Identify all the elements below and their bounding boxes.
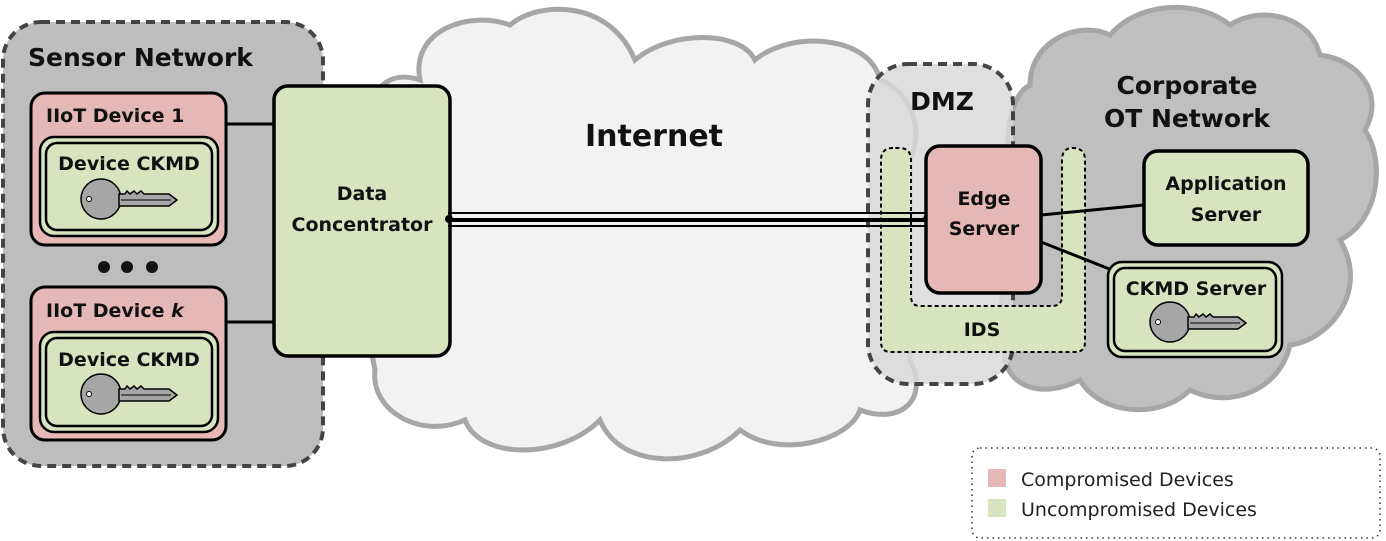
link-edge-application [1040, 203, 1145, 217]
edge-server-label-2: Server [949, 218, 1020, 240]
edge-server-label-1: Edge [957, 188, 1010, 210]
legend: Compromised Devices Uncompromised Device… [971, 447, 1381, 539]
legend-item-uncompromised: Uncompromised Devices [988, 499, 1257, 521]
key-icon [1149, 301, 1248, 343]
corporate-label-1: Corporate [1116, 71, 1257, 100]
sensor-network-label: Sensor Network [28, 43, 254, 72]
uncompromised-swatch [988, 499, 1006, 517]
key-icon [80, 373, 179, 415]
device-ckmd-k[interactable]: Device CKMD [38, 330, 220, 434]
device-ckmd-1-label: Device CKMD [58, 153, 200, 175]
device-ckmd-k-label: Device CKMD [58, 349, 200, 371]
legend-label-compromised: Compromised Devices [1021, 469, 1234, 491]
application-server[interactable]: Application Server [1142, 149, 1310, 247]
data-concentrator-label-1: Data [337, 183, 388, 205]
internet-cloud [361, 6, 919, 462]
link-edge-ckmd [1040, 240, 1113, 272]
data-concentrator[interactable]: Data Concentrator [272, 84, 452, 358]
svg-text:IIoT Device k: IIoT Device k [46, 300, 185, 322]
legend-label-uncompromised: Uncompromised Devices [1021, 499, 1257, 521]
data-concentrator-label-2: Concentrator [292, 214, 434, 236]
iiot-device-k[interactable]: IIoT Device k Device CKMD [29, 285, 228, 442]
ckmd-server-label: CKMD Server [1126, 278, 1267, 300]
device-ckmd-1[interactable]: Device CKMD [38, 135, 220, 238]
more-devices-ellipsis [98, 261, 158, 273]
compromised-swatch [988, 469, 1006, 487]
key-icon [80, 178, 179, 220]
iiot-device-k-label: IIoT Device [46, 300, 171, 322]
legend-item-compromised: Compromised Devices [988, 469, 1234, 491]
iiot-device-1-label: IIoT Device [46, 105, 171, 127]
iiot-device-1[interactable]: IIoT Device 1 Device CKMD [29, 91, 228, 247]
internet-label: Internet [585, 119, 723, 154]
iiot-device-1-index: 1 [171, 105, 184, 127]
ids-label: IDS [964, 319, 1001, 341]
application-server-label-1: Application [1165, 173, 1286, 195]
edge-server[interactable]: Edge Server [924, 144, 1043, 295]
corporate-label-2: OT Network [1104, 104, 1271, 133]
ids[interactable]: IDS [880, 146, 1086, 353]
ckmd-server[interactable]: CKMD Server [1106, 260, 1284, 359]
dmz-label: DMZ [910, 87, 974, 116]
internet-link [445, 212, 933, 227]
iiot-device-k-index: k [171, 300, 185, 322]
svg-text:IIoT Device 1: IIoT Device 1 [46, 105, 184, 127]
application-server-label-2: Server [1191, 204, 1262, 226]
